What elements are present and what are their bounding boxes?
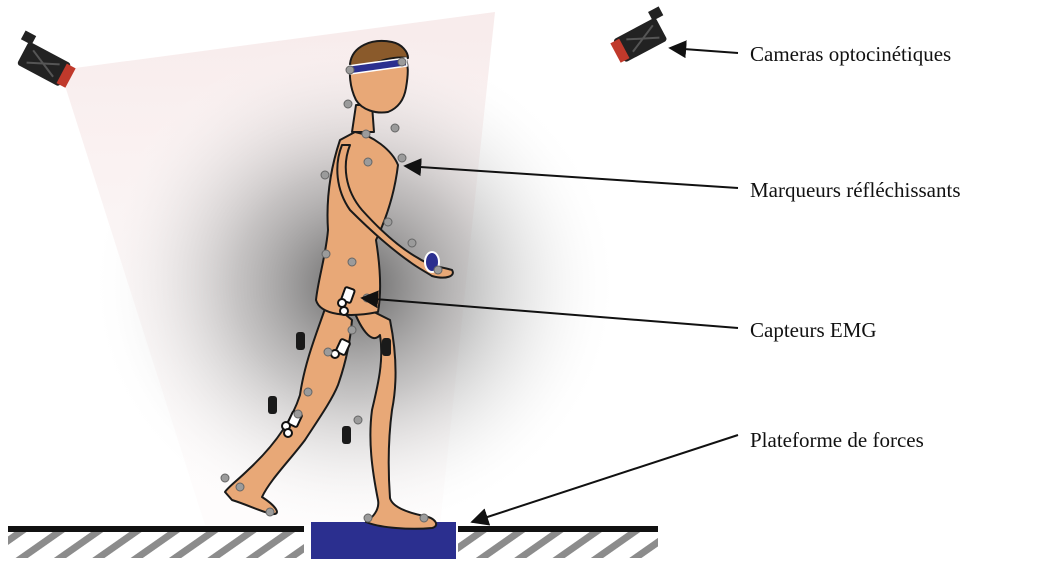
marker (420, 514, 428, 522)
marker (398, 154, 406, 162)
label-markers: Marqueurs réfléchissants (750, 178, 961, 202)
emg-electrode (338, 299, 346, 307)
marker (408, 239, 416, 247)
marker (364, 514, 372, 522)
marker (384, 218, 392, 226)
muscle-pad (342, 426, 351, 444)
marker (398, 58, 406, 66)
marker (266, 508, 274, 516)
marker (236, 483, 244, 491)
arrow-cameras (670, 48, 738, 53)
label-cameras: Cameras optocinétiques (750, 42, 951, 66)
marker (354, 416, 362, 424)
marker (221, 474, 229, 482)
marker (391, 124, 399, 132)
muscle-pad (296, 332, 305, 350)
emg-electrode (284, 429, 292, 437)
emg-electrode (340, 307, 348, 315)
marker (364, 158, 372, 166)
label-force-platform: Plateforme de forces (750, 428, 924, 452)
floor-hatch-left (8, 532, 304, 558)
label-emg-sensors: Capteurs EMG (750, 318, 877, 342)
muscle-pad (382, 338, 391, 356)
marker (324, 348, 332, 356)
camera-right-icon (606, 6, 675, 64)
floor-line-right (458, 526, 658, 532)
marker (346, 66, 354, 74)
marker (344, 100, 352, 108)
marker (322, 250, 330, 258)
marker (294, 410, 302, 418)
marker (434, 266, 442, 274)
marker (362, 130, 370, 138)
marker (348, 258, 356, 266)
marker (348, 326, 356, 334)
floor-line-left (8, 526, 304, 532)
muscle-pad (268, 396, 277, 414)
marker (304, 388, 312, 396)
marker (321, 171, 329, 179)
floor-hatch-right (458, 532, 658, 558)
